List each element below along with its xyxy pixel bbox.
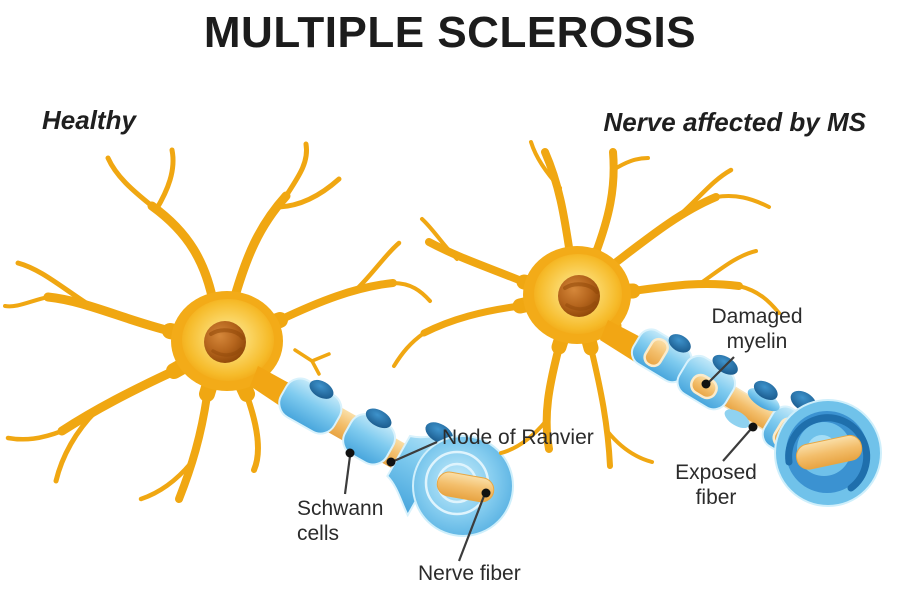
node-of-ranvier-pointer [386,440,438,467]
schwann-nucleus [309,379,334,399]
healthy-axon-terminal-face [412,435,514,537]
myelin-lesion [643,337,669,368]
ms-label-line2: by MS [789,107,866,137]
healthy-nucleus [204,321,246,363]
schwann-nucleus [753,380,778,400]
node-of-ranvier-label: Node of Ranvier [442,426,594,449]
ms-neuron [392,140,882,507]
nerve-fiber-label: Nerve fiber [418,562,521,585]
schwann-cells-label: Schwann cells [297,497,384,545]
damaged-myelin-label: Damaged myelin [711,305,803,353]
healthy-neuron [3,141,514,537]
schwann-cells-pointer [343,448,355,495]
damaged-myelin-pointer [701,356,735,389]
ms-label: Nerve affected by MS [603,107,866,138]
myelin-fragment [724,409,750,429]
ms-axon-terminal-face [774,399,882,507]
exposed-fiber-pointer [722,422,758,462]
schwann-nucleus [668,334,691,353]
ms-axon [600,320,882,507]
pointer-lines [343,356,758,562]
exposed-fiber-label: Exposed fiber [675,461,757,509]
diagram-title: MULTIPLE SCLEROSIS [203,8,697,57]
nerve-fiber-pointer [457,488,491,562]
healthy-label: Healthy [42,105,136,135]
nerve-fiber-end [436,471,495,503]
healthy-axon [250,366,514,537]
exposed-fiber-end [795,434,863,470]
schwann-nucleus [365,408,392,429]
healthy-hillock-twig [293,348,331,376]
ms-nucleus [558,275,600,317]
myelin-fragment [747,388,780,412]
ms-label-line1: Nerve affected [603,107,783,137]
